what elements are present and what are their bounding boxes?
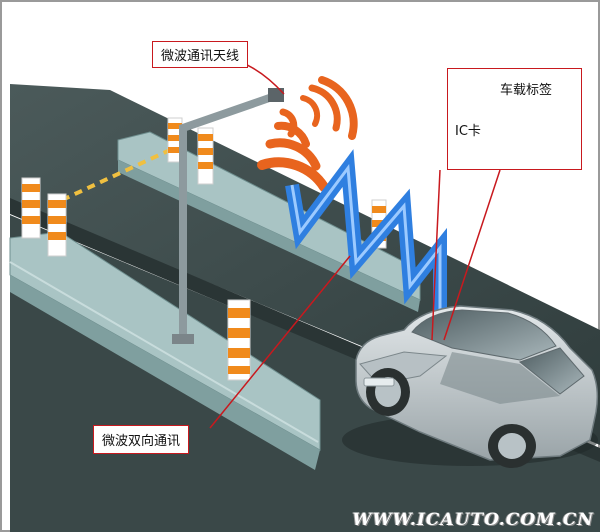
onboard-tag-panel <box>447 68 582 170</box>
toll-island-left-edge <box>9 261 319 443</box>
gantry-pole <box>179 150 187 340</box>
toll-island-left-side <box>10 275 320 470</box>
ic-card-label: IC卡 <box>455 124 481 139</box>
watermark: WWW.ICAUTO.COM.CN <box>352 510 594 530</box>
bollard <box>47 193 67 257</box>
antenna-head <box>268 88 284 102</box>
bollard-group <box>21 117 387 381</box>
bollard <box>227 299 251 381</box>
onboard-tag-label: 车载标签 <box>500 83 553 98</box>
barrier-arm <box>61 148 171 202</box>
bollard <box>167 117 183 163</box>
two-way-comm-highlight <box>290 163 442 326</box>
gantry-arm <box>179 92 277 150</box>
two-way-comm-label: 微波双向通讯 <box>93 425 190 454</box>
comm-leader-line <box>209 255 351 429</box>
tag-leader-line-right <box>443 169 501 341</box>
antenna-gantry <box>172 88 284 344</box>
car <box>342 305 599 468</box>
tag-leader-line-left <box>431 169 441 341</box>
bollard <box>21 177 41 239</box>
toll-island-right-side <box>118 160 420 312</box>
microwave-signal-icon <box>257 76 358 192</box>
toll-island-right <box>117 131 421 301</box>
bollard <box>197 127 214 185</box>
antenna-label: 微波通讯天线 <box>152 41 249 68</box>
